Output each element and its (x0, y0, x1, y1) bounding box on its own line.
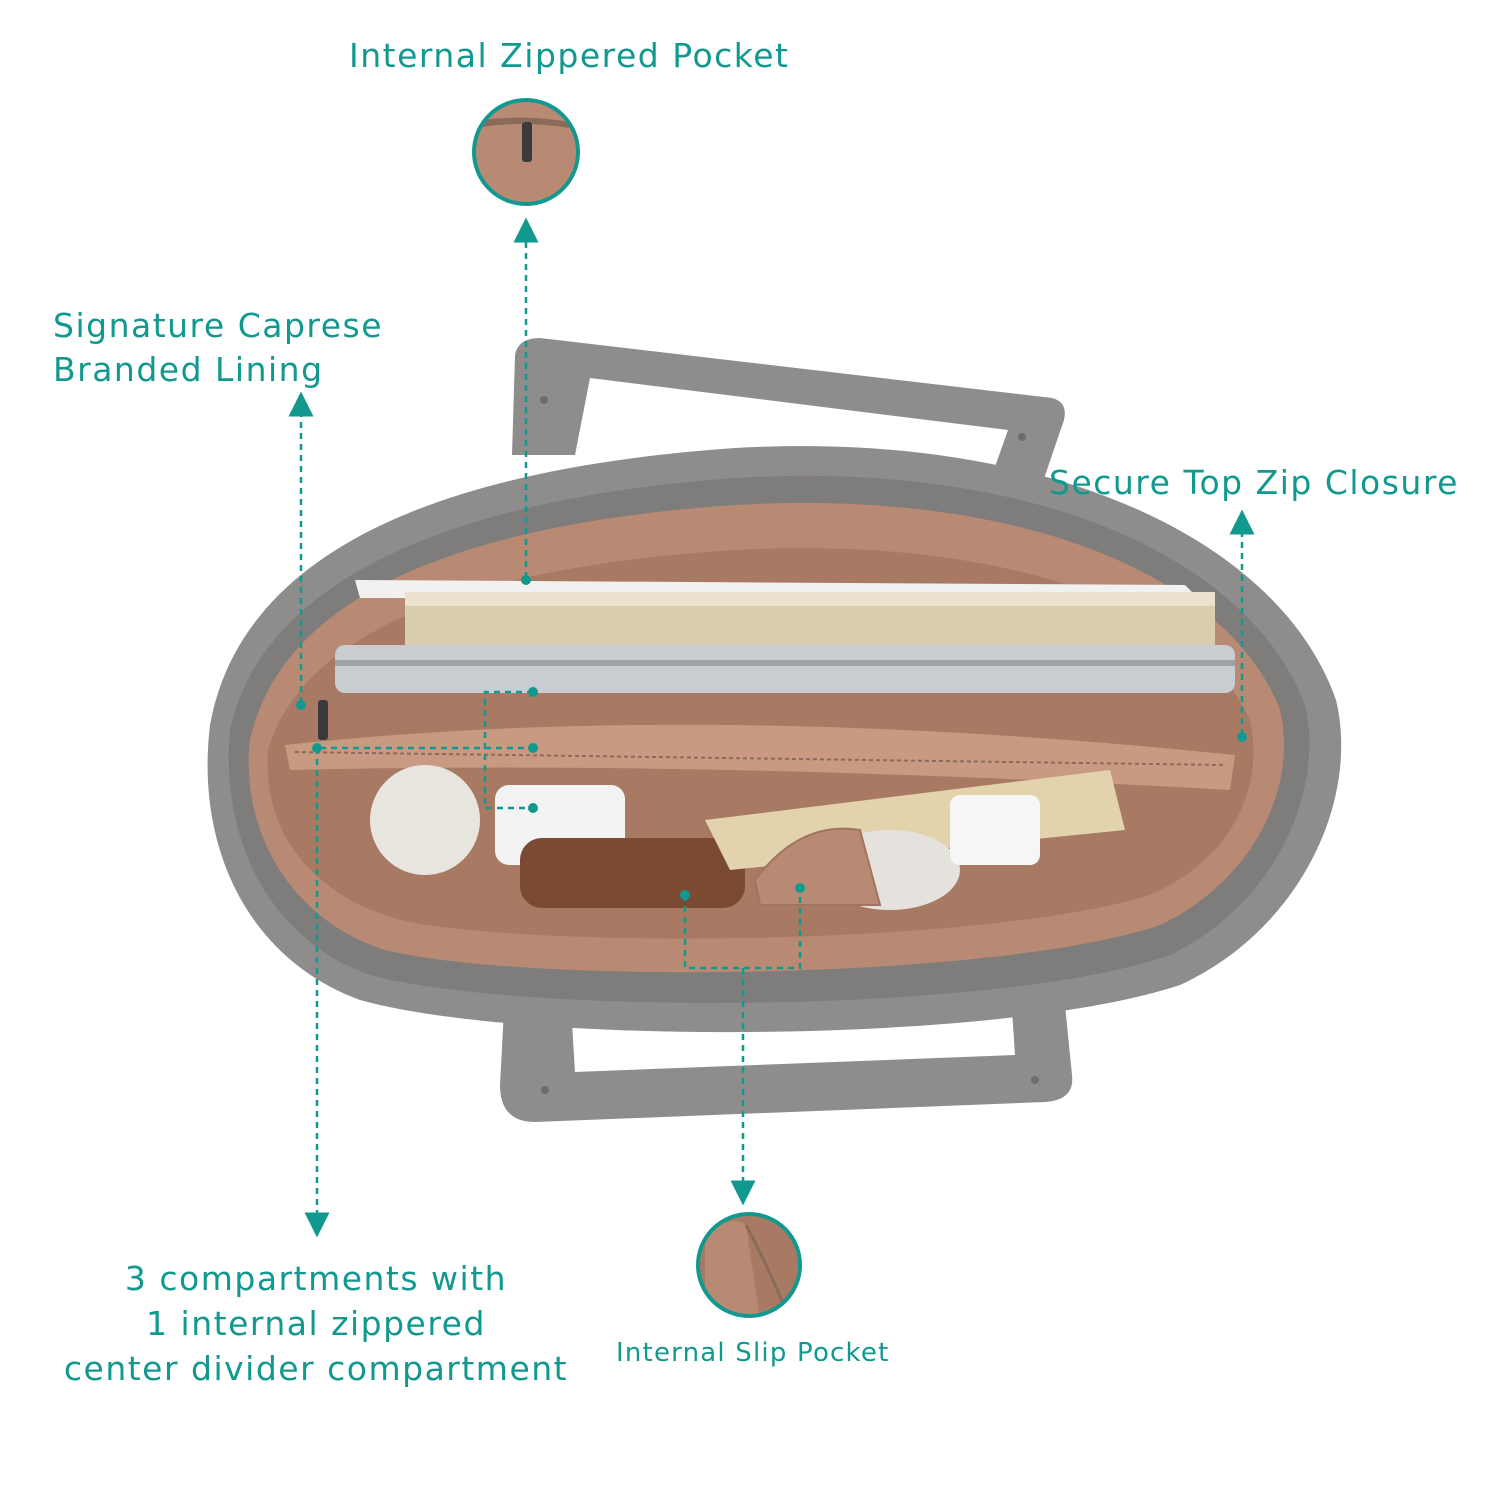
callout-branded-lining-line-1: Signature Caprese (53, 306, 384, 345)
leader-slip-pocket-h (683, 888, 802, 970)
slip-pocket (753, 827, 882, 906)
center-divider-zipper (285, 700, 1235, 790)
callout-lines (288, 217, 1255, 1238)
leader-dots (296, 575, 1247, 900)
book (355, 580, 1215, 652)
slip-pocket-thumbnail (696, 1212, 802, 1318)
zippered-pocket-thumbnail (472, 98, 580, 206)
bag-handle-bottom (500, 975, 1073, 1122)
callout-compartments: 3 compartments with 1 internal zippered … (56, 1256, 576, 1391)
leader-compartments-h (483, 690, 533, 810)
callout-compartments-line-2: 1 internal zippered (146, 1304, 486, 1343)
callout-branded-lining-line-2: Branded Lining (53, 350, 324, 389)
laptop (335, 645, 1235, 693)
bag-handle-top (512, 338, 1065, 505)
callout-branded-lining: Signature Caprese Branded Lining (53, 304, 383, 392)
callout-top-zip-closure: Secure Top Zip Closure (1049, 463, 1459, 502)
callout-compartments-line-1: 3 compartments with (124, 1259, 508, 1298)
callout-compartments-line-3: center divider compartment (63, 1349, 569, 1388)
callout-slip-pocket: Internal Slip Pocket (616, 1338, 890, 1368)
callout-internal-zippered-pocket: Internal Zippered Pocket (349, 36, 790, 75)
